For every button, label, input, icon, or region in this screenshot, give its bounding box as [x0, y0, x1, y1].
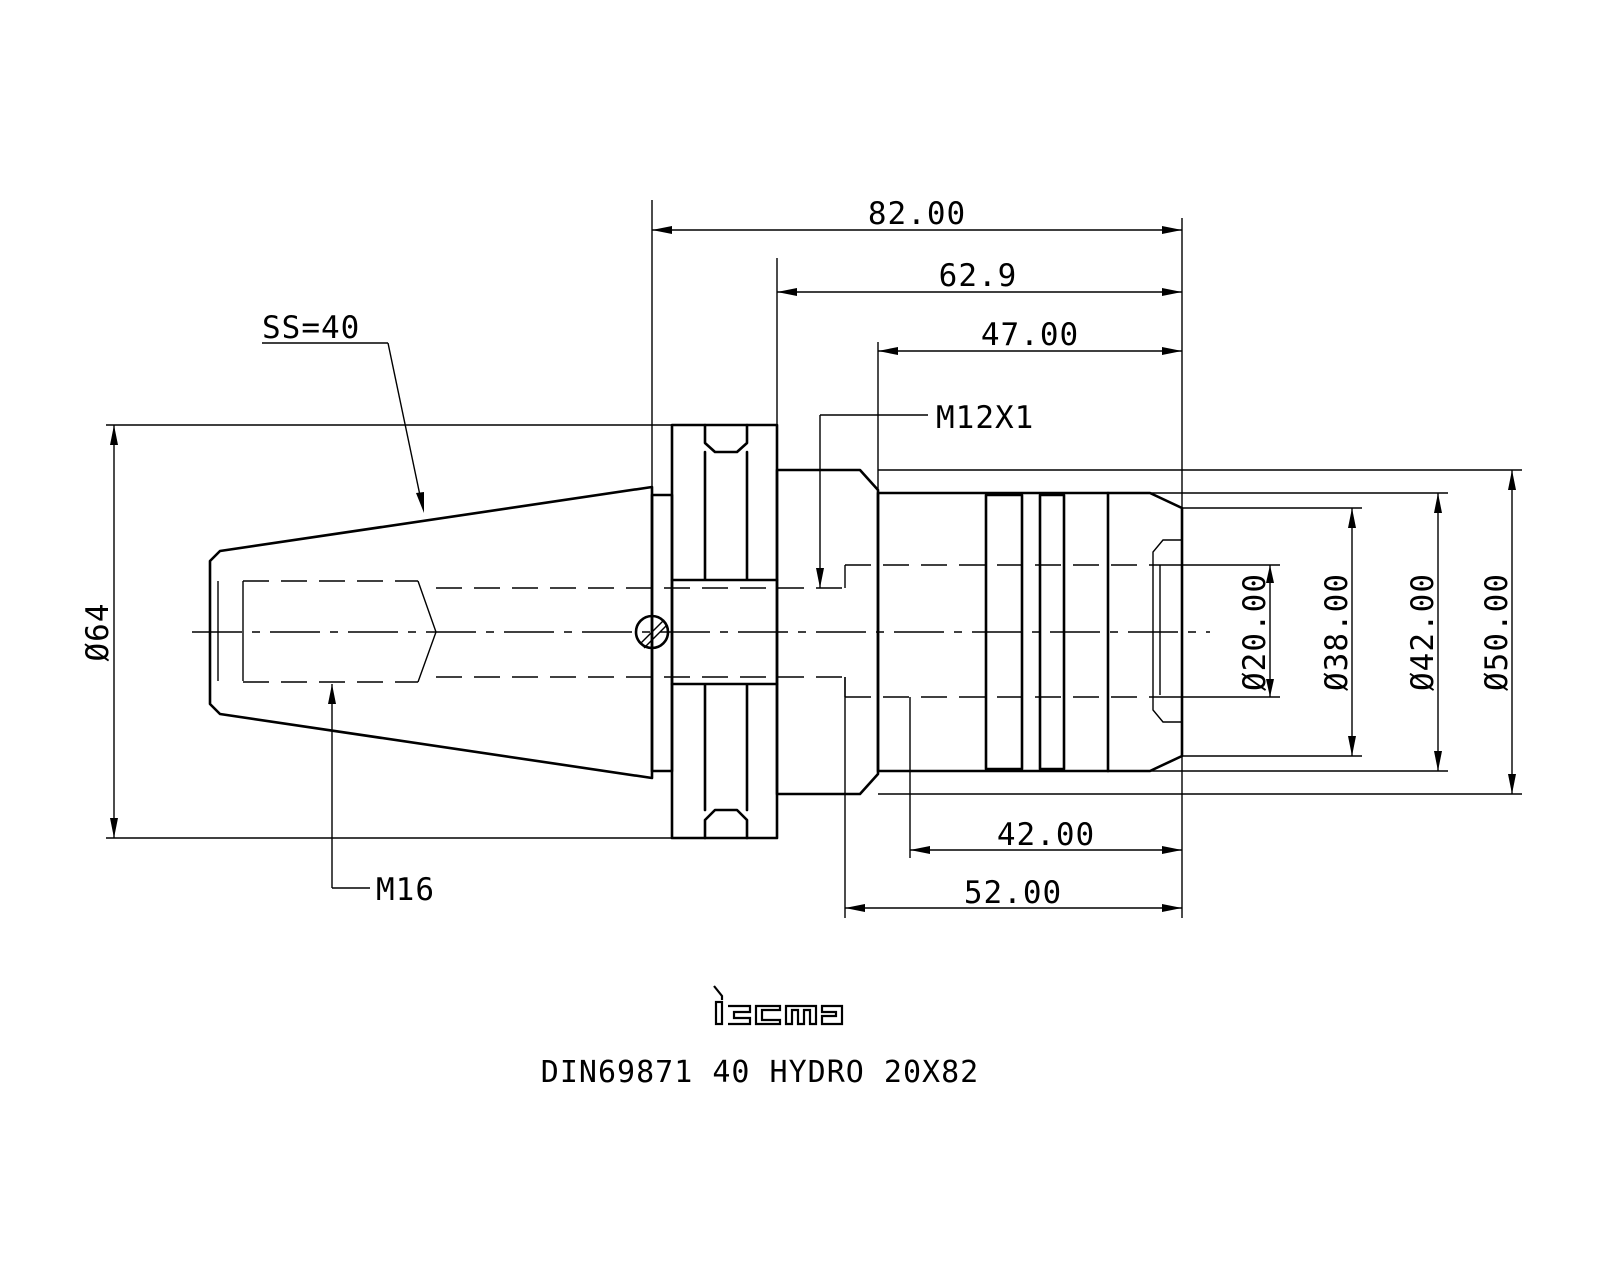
callout-taper-leader — [387, 342, 423, 506]
callouts: SS=40 M16 M12X1 — [262, 310, 1034, 908]
hidden-lines — [192, 564, 1210, 698]
dim-20-arrow-b — [1266, 679, 1274, 697]
dim-50-arrow-t — [1508, 470, 1516, 490]
callout-taper-label: SS=40 — [262, 310, 360, 346]
dimensions: 82.00 62.9 47.00 42.00 52.00 Ø64 — [80, 196, 1522, 918]
flange-v-groove-bottom — [703, 808, 749, 840]
flange-v-groove-top — [703, 423, 749, 454]
dim-20-arrow-t — [1266, 565, 1274, 583]
dim-64-arrow-b — [110, 818, 118, 838]
dim-47-arrow-l — [878, 347, 898, 355]
dim-42d-arrow-b — [1434, 751, 1442, 771]
neck — [775, 468, 880, 796]
dim-47-arrow-r — [1162, 347, 1182, 355]
dim-42d-arrow-t — [1434, 493, 1442, 513]
dim-64-label: Ø64 — [80, 603, 116, 662]
callout-taper-arrow — [416, 492, 424, 513]
dim-52-label: 52.00 — [964, 875, 1062, 911]
dim-38-arrow-b — [1348, 736, 1356, 756]
dim-20-label: Ø20.00 — [1237, 573, 1273, 691]
dim-47-label: 47.00 — [981, 317, 1079, 353]
dim-42-label: 42.00 — [997, 817, 1095, 853]
dim-82-arrow-r — [1162, 226, 1182, 234]
callout-m16-arrow — [328, 684, 336, 704]
bore-opening — [1152, 539, 1182, 723]
key-pin-hatch-2 — [643, 624, 668, 649]
dim-629-arrow-r — [1162, 288, 1182, 296]
dim-50-arrow-b — [1508, 774, 1516, 794]
tool-designation: DIN69871 40 HYDRO 20X82 — [541, 1055, 979, 1090]
dim-52-arrow-r — [1162, 904, 1182, 912]
callout-m16-label: M16 — [376, 872, 435, 908]
dim-42-arrow-l — [910, 846, 930, 854]
dim-38-arrow-t — [1348, 508, 1356, 528]
dim-42d-label: Ø42.00 — [1405, 573, 1441, 691]
dim-50-label: Ø50.00 — [1479, 573, 1515, 691]
dim-42-arrow-r — [1162, 846, 1182, 854]
dim-629-label: 62.9 — [939, 258, 1018, 294]
dim-82-arrow-l — [652, 226, 672, 234]
key-pin-hatch-1 — [640, 620, 664, 644]
dim-82-label: 82.00 — [868, 196, 966, 232]
callout-m12-arrow — [816, 568, 824, 588]
dim-629-arrow-l — [777, 288, 797, 296]
callout-m12-label: M12X1 — [936, 400, 1034, 436]
dim-64-arrow-t — [110, 425, 118, 445]
dim-52-arrow-l — [845, 904, 865, 912]
dim-38-label: Ø38.00 — [1319, 573, 1355, 691]
taper-cone — [208, 485, 654, 780]
brand-logo — [713, 985, 844, 1026]
